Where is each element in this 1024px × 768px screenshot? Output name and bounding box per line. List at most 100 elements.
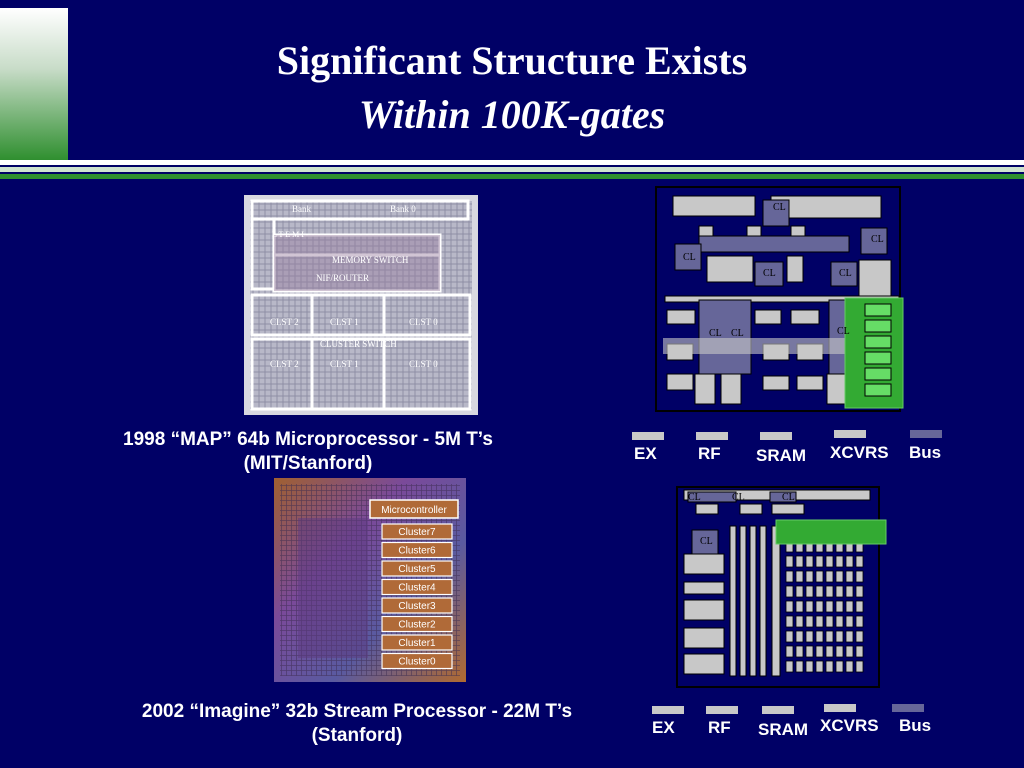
- slide-title: Significant Structure Exists: [276, 38, 748, 83]
- map-cluster-switch: CLUSTER SWITCH: [320, 339, 397, 349]
- sram-stripe-block: [785, 555, 794, 568]
- sram-stripe-block: [815, 555, 824, 568]
- imagine-cluster-label: Cluster2: [398, 620, 436, 631]
- sram-stripe-block: [805, 555, 814, 568]
- cl-glyph-9: CL: [688, 492, 701, 503]
- sram-stripe-block: [785, 645, 794, 658]
- sram-stripe-block: [785, 585, 794, 598]
- header-rule-white: [0, 160, 1024, 165]
- legend-top-bus-swatch: [910, 430, 942, 438]
- sram-stripe-block: [835, 600, 844, 613]
- map-clst0-top: CLST 0: [409, 317, 438, 327]
- sram-stripe-block: [805, 630, 814, 643]
- sram-stripe-block: [845, 555, 854, 568]
- map-caption-line1: 1998 “MAP” 64b Microprocessor - 5M T’s: [123, 429, 493, 450]
- sram-stripe-block: [835, 630, 844, 643]
- sram-stripe-block: [855, 555, 864, 568]
- cl-glyph-12: CL: [700, 536, 713, 547]
- sram-stripe-block: [795, 615, 804, 628]
- sram-stripe-block: [815, 600, 824, 613]
- sram-stripe-block: [825, 630, 834, 643]
- map-side-letters: L T E M I: [272, 230, 304, 239]
- imagine-cluster-box: [381, 560, 453, 577]
- legend-bottom-ex: EX: [652, 718, 675, 737]
- imagine-cluster-box: [381, 615, 453, 633]
- slide-subtitle: Within 100K-gates: [358, 92, 666, 137]
- map-die-photo: Bank Bank 0 L T E M I MEMORY SWITCH NIF/…: [244, 195, 478, 415]
- sram-stripe-block: [855, 570, 864, 583]
- corner-gradient-decoration: [0, 8, 68, 160]
- sram-stripe-block: [835, 660, 844, 673]
- sram-stripe-block: [835, 615, 844, 628]
- cl-glyph-8: CL: [837, 326, 850, 337]
- legend-top-xcvrs: XCVRS: [830, 443, 889, 462]
- legend-bottom-sram: SRAM: [758, 720, 809, 739]
- sram-stripe-block: [825, 585, 834, 598]
- imagine-cluster-label: Cluster5: [398, 564, 436, 575]
- legend-bottom-xcvrs: XCVRS: [820, 716, 879, 735]
- sram-stripe-block: [785, 600, 794, 613]
- sram-stripe-block: [845, 570, 854, 583]
- sram-stripe-block: [815, 660, 824, 673]
- sram-stripe-block: [815, 645, 824, 658]
- legend-bottom-xcvrs-swatch: [824, 704, 856, 712]
- map-caption: 1998 “MAP” 64b Microprocessor - 5M T’s (…: [118, 428, 498, 476]
- cl-glyph-3: CL: [683, 252, 696, 263]
- sram-stripe-block: [815, 570, 824, 583]
- map-bank-left: Bank: [292, 204, 311, 214]
- sram-stripe-block: [805, 600, 814, 613]
- sram-stripe-block: [795, 555, 804, 568]
- cl-glyph-6: CL: [709, 328, 722, 339]
- cl-glyph-1: CL: [773, 202, 786, 213]
- imagine-cluster-label: Cluster0: [398, 657, 436, 668]
- sram-stripe-block: [815, 585, 824, 598]
- legend-bottom-rf: RF: [708, 718, 731, 737]
- page-number: 33: [988, 746, 1004, 762]
- legend-top-ex-swatch: [632, 432, 664, 440]
- legend-top-xcvrs-swatch: [834, 430, 866, 438]
- sram-stripe-block: [785, 615, 794, 628]
- sram-stripe-block: [825, 645, 834, 658]
- sram-stripe-block: [845, 585, 854, 598]
- sram-stripe-block: [805, 660, 814, 673]
- sram-stripe-block: [835, 585, 844, 598]
- sram-stripe-block: [815, 615, 824, 628]
- cl-glyph-10: CL: [732, 492, 745, 503]
- sram-stripe-block: [785, 630, 794, 643]
- sram-stripe-block: [815, 630, 824, 643]
- map-clst2-top: CLST 2: [270, 317, 299, 327]
- header-rule-light: [0, 167, 1024, 172]
- imagine-cluster-label: Cluster4: [398, 583, 436, 594]
- imagine-cluster-box: [381, 634, 453, 651]
- sram-stripe-block: [845, 630, 854, 643]
- sram-stripe-block: [825, 570, 834, 583]
- sram-stripe-block: [825, 600, 834, 613]
- sram-stripe-block: [835, 570, 844, 583]
- sram-stripe-block: [855, 645, 864, 658]
- cl-glyph-5: CL: [839, 268, 852, 279]
- legend-bottom-bus-swatch: [892, 704, 924, 712]
- imagine-cluster-box: [381, 578, 453, 596]
- imagine-cluster-box: [381, 652, 453, 670]
- sram-stripe-block: [795, 600, 804, 613]
- map-caption-line2: (MIT/Stanford): [243, 453, 373, 474]
- legend-top-sram-swatch: [760, 432, 792, 440]
- imagine-cluster-box: [381, 523, 453, 540]
- cl-glyph-4: CL: [763, 268, 776, 279]
- cl-glyph-11: CL: [782, 492, 795, 503]
- sram-stripe-block: [795, 660, 804, 673]
- imagine-floorplan-diagram: CL CL CL CL: [676, 486, 887, 688]
- sram-stripe-block: [805, 585, 814, 598]
- sram-stripe-block: [845, 660, 854, 673]
- legend-top-rf: RF: [698, 444, 721, 463]
- sram-stripe-block: [855, 660, 864, 673]
- imagine-cluster-label: Cluster6: [398, 546, 436, 557]
- sram-stripe-block: [855, 585, 864, 598]
- map-bank-right: Bank 0: [390, 204, 416, 214]
- sram-stripe-block: [805, 645, 814, 658]
- sram-stripe-block: [825, 615, 834, 628]
- sram-stripe-block: [795, 585, 804, 598]
- map-floorplan-diagram: CL CL CL CL CL CL CL CL: [655, 186, 904, 412]
- legend-bottom-ex-swatch: [652, 706, 684, 714]
- header-rule-green: [0, 174, 1024, 179]
